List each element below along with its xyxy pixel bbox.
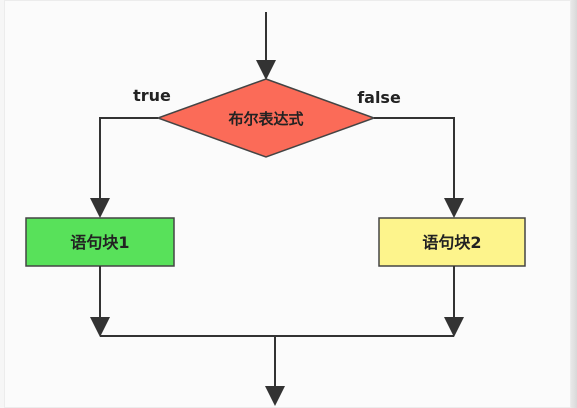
true-branch-arrow — [90, 117, 158, 218]
false-label: false — [357, 88, 401, 107]
false-branch-arrow — [374, 117, 464, 218]
panel-edge — [571, 0, 577, 408]
statement-block-2 — [378, 217, 526, 267]
statement-block-1-label: 语句块1 — [70, 233, 129, 252]
decision-diamond — [155, 78, 377, 158]
decision-label: 布尔表达式 — [228, 110, 303, 128]
true-label: true — [133, 86, 171, 105]
statement-block-2-label: 语句块2 — [422, 233, 481, 252]
